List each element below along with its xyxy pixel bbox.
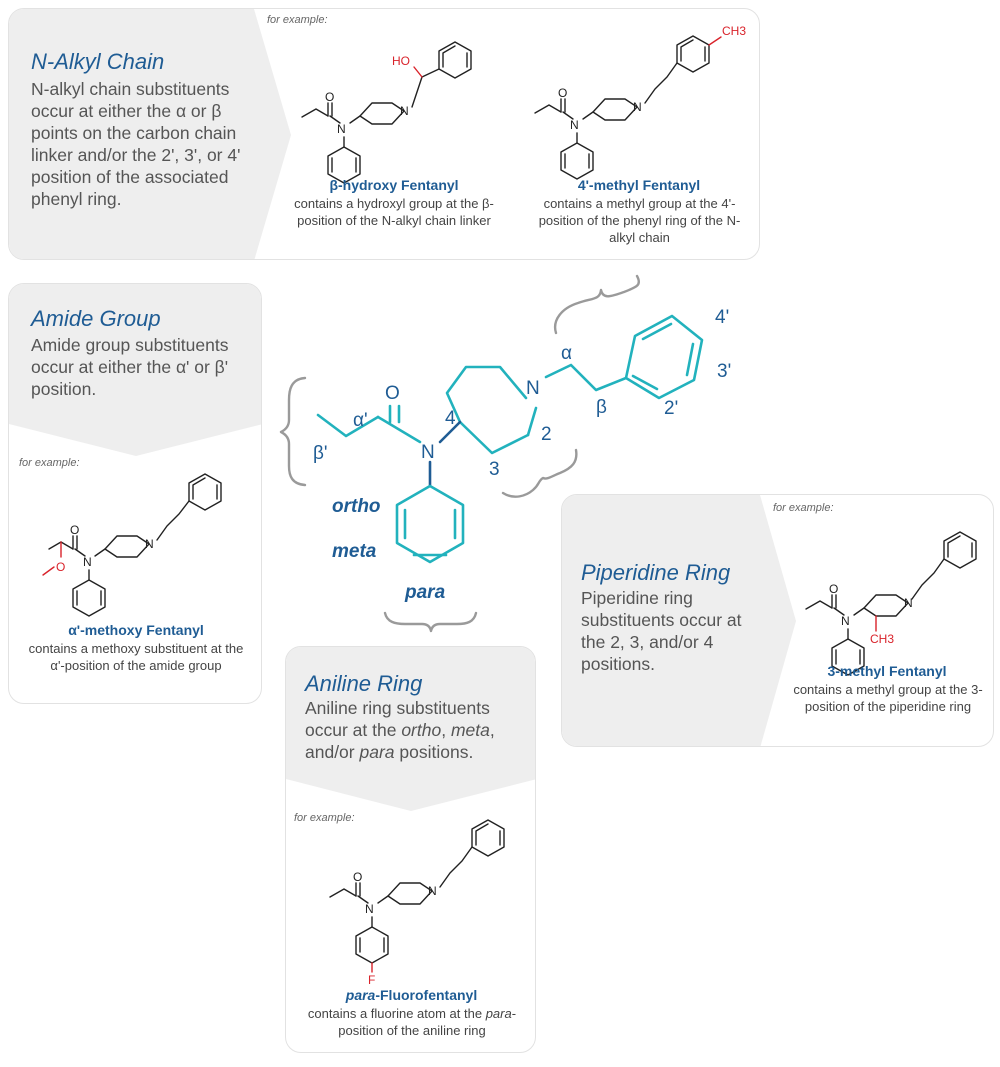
nalkyl-for-example: for example: (267, 14, 328, 26)
nalkyl-description: N-alkyl chain substituents occur at eith… (31, 79, 241, 209)
methyl-label: CH3 (870, 632, 894, 646)
aniline-brace (383, 611, 478, 633)
amide-nitrogen-label: N (365, 902, 374, 916)
para-fluorofentanyl-name-italic: para (345, 987, 376, 1003)
beta-hydroxy-fentanyl-structure: O N N HO (301, 41, 472, 184)
ortho-label: ortho (332, 496, 381, 517)
piperidine-title: Piperidine Ring (581, 560, 731, 585)
position-3-prime-label: 3' (717, 361, 731, 382)
amide-nitrogen-label: N (841, 614, 850, 628)
para-fluorofentanyl-structure: O N N F (329, 819, 505, 987)
position-4-prime-label: 4' (715, 307, 729, 328)
aniline-desc-part: , (441, 720, 451, 740)
para-fluorofentanyl-desc-italic: para (485, 1006, 512, 1021)
3-methyl-fentanyl-structure: O N N CH3 (805, 531, 977, 676)
piperidine-nitrogen-label: N (904, 596, 913, 610)
piperidine-nitrogen-label: N (633, 100, 642, 114)
fluorine-label: F (368, 973, 375, 987)
beta-hydroxy-fentanyl-name: β-hydroxy Fentanyl (329, 177, 459, 193)
aniline-gray-panel (286, 647, 535, 811)
position-2-prime-label: 2' (664, 398, 678, 419)
beta-hydroxy-fentanyl-description: contains a hydroxyl group at the β-posit… (294, 196, 494, 228)
nalkyl-phenyl-double-bonds (641, 322, 673, 341)
3-methyl-fentanyl-description: contains a methyl group at the 3-positio… (793, 682, 983, 714)
aniline-desc-part: Aniline ring substituents occur at the (305, 698, 490, 740)
aniline-desc-ortho: ortho (401, 720, 442, 740)
meta-label: meta (332, 541, 377, 562)
nalkyl-phenyl-double-bond (685, 342, 695, 377)
amide-nitrogen-label: N (83, 555, 92, 569)
oxygen-label: O (829, 582, 838, 596)
aniline-card: Aniline Ring Aniline ring substituents o… (285, 646, 536, 1053)
para-fluorofentanyl-desc-part: contains a fluorine atom at the (307, 1006, 486, 1021)
nalkyl-phenyl-ring (624, 314, 704, 400)
amide-card: Amide Group Amide group substituents occ… (8, 283, 262, 704)
amide-nitrogen-label: N (421, 442, 435, 463)
nalkyl-card: N-Alkyl Chain N-alkyl chain substituents… (8, 8, 760, 260)
oxygen-label: O (558, 86, 567, 100)
piperidine-ring (445, 365, 530, 455)
alpha-methoxy-fentanyl-description: contains a methoxy substituent at the α'… (28, 641, 244, 673)
para-fluorofentanyl-desc-part: -position of the aniline ring (338, 1006, 517, 1038)
amide-title: Amide Group (31, 306, 161, 331)
aniline-title: Aniline Ring (305, 671, 423, 696)
methyl-label: CH3 (722, 24, 746, 38)
oxygen-label: O (70, 523, 79, 537)
4-methyl-fentanyl-structure: O N N CH3 (534, 24, 746, 180)
aniline-desc-para: para (359, 742, 395, 762)
beta-label: β (596, 397, 607, 418)
para-fluorofentanyl-name-rest: -Fluorofentanyl (375, 987, 478, 1003)
carbonyl-oxygen-label: O (385, 383, 400, 404)
oxygen-label: O (353, 870, 362, 884)
beta-prime-label: β' (313, 443, 328, 464)
piperidine-gray-panel (562, 495, 796, 746)
amide-brace (279, 376, 307, 487)
aniline-for-example: for example: (294, 812, 355, 824)
amide-description: Amide group substituents occur at either… (31, 335, 229, 399)
n-to-piperidine-bond (438, 420, 462, 444)
piperidine-card: Piperidine Ring Piperidine ring substitu… (561, 494, 994, 747)
4-methyl-fentanyl-name: 4'-methyl Fentanyl (577, 177, 701, 193)
amide-chain (316, 413, 380, 438)
hydroxyl-label: HO (392, 54, 410, 68)
nalkyl-phenyl-double-bond (631, 374, 659, 391)
piperidine-nitrogen-label: N (400, 104, 409, 118)
amide-for-example: for example: (19, 457, 80, 469)
piperidine-description: Piperidine ring substituents occur at th… (581, 588, 742, 674)
nalkyl-gray-panel (9, 9, 291, 259)
piperidine-nitrogen-label: N (526, 378, 540, 399)
amide-nitrogen-label: N (570, 118, 579, 132)
aniline-desc-part: positions. (394, 742, 474, 762)
piperidine-nitrogen-label: N (428, 884, 437, 898)
aniline-desc-meta: meta (450, 720, 490, 740)
para-fluorofentanyl-name: para-Fluorofentanyl (286, 987, 535, 1003)
position-2-label: 2 (541, 424, 552, 445)
piperidine-brace (501, 448, 578, 498)
aniline-ring (395, 484, 465, 564)
oxygen-label: O (325, 90, 334, 104)
position-3-label: 3 (489, 459, 500, 480)
aniline-description: Aniline ring substituents occur at the o… (305, 697, 530, 763)
piperidine-for-example: for example: (773, 502, 834, 514)
alpha-methoxy-fentanyl-name: α'-methoxy Fentanyl (68, 622, 204, 638)
piperidine-bond (526, 406, 538, 437)
amide-bond (376, 415, 422, 444)
alpha-label: α (561, 343, 572, 364)
amide-nitrogen-label: N (337, 122, 346, 136)
methoxy-label: O (56, 560, 65, 574)
nalkyl-title: N-Alkyl Chain (31, 49, 165, 74)
para-fluorofentanyl-description: contains a fluorine atom at the para-pos… (298, 1005, 526, 1039)
nalkyl-brace (553, 274, 641, 335)
alpha-methoxy-fentanyl-structure: O O N N (42, 473, 222, 617)
3-methyl-fentanyl-name: 3-methyl Fentanyl (827, 663, 947, 679)
para-label: para (404, 582, 446, 603)
piperidine-nitrogen-label: N (145, 537, 154, 551)
position-4-label: 4 (445, 408, 456, 429)
alpha-prime-label: α' (353, 410, 368, 431)
aniline-desc-part: , and/or (305, 720, 495, 762)
amide-gray-panel (9, 284, 261, 456)
nalkyl-chain (544, 363, 628, 392)
4-methyl-fentanyl-description: contains a methyl group at the 4'-positi… (538, 196, 741, 245)
